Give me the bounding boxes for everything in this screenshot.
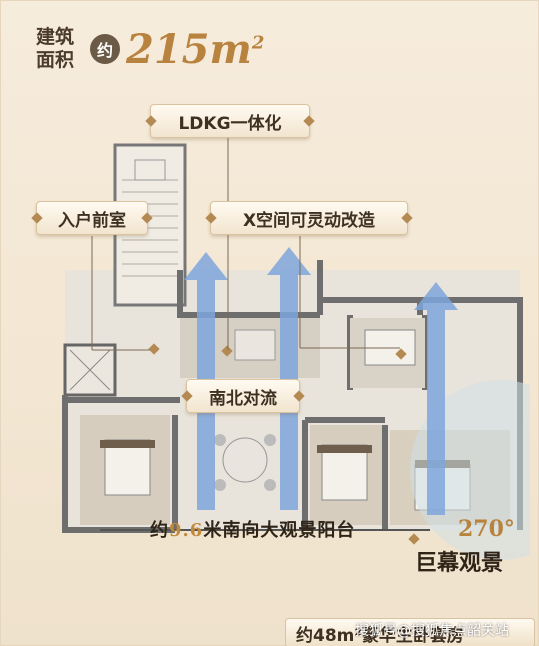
area-badge: 建筑 面积 约 215m2 — [36, 14, 296, 84]
tag-airflow: 南北对流 — [186, 379, 300, 413]
view-label: 巨幕观景 — [415, 551, 504, 576]
area-unit-sup: 2 — [251, 32, 265, 54]
balcony-caption: 约9.6米南向大观景阳台 — [150, 516, 355, 542]
dining-table — [214, 434, 276, 491]
area-label-line1: 建筑 — [36, 26, 75, 48]
watermark: 搜狐号@搜狐焦点韶关站 — [355, 623, 509, 639]
balcony-suffix: 米南向大观景阳台 — [203, 520, 356, 541]
tag-entry-foyer: 入户前室 — [36, 201, 148, 235]
area-label-line2: 面积 — [36, 49, 75, 71]
area-number: 215m — [126, 25, 252, 73]
view-degrees: 270° — [458, 516, 515, 542]
approx-badge: 约 — [90, 34, 120, 64]
area-value: 215m2 — [126, 26, 264, 73]
balcony-number: 9.6 — [169, 520, 204, 541]
bed-middle — [317, 444, 372, 501]
tag-ldkg: LDKG一体化 — [150, 104, 310, 138]
bottom-tag: 约48m²豪华主卧套房 — [285, 618, 535, 646]
elevator — [63, 343, 117, 397]
bed-left — [100, 439, 155, 496]
tag-x-space: X空间可灵动改造 — [210, 201, 408, 235]
area-label: 建筑 面积 — [36, 26, 82, 72]
balcony-prefix: 约 — [150, 520, 169, 541]
